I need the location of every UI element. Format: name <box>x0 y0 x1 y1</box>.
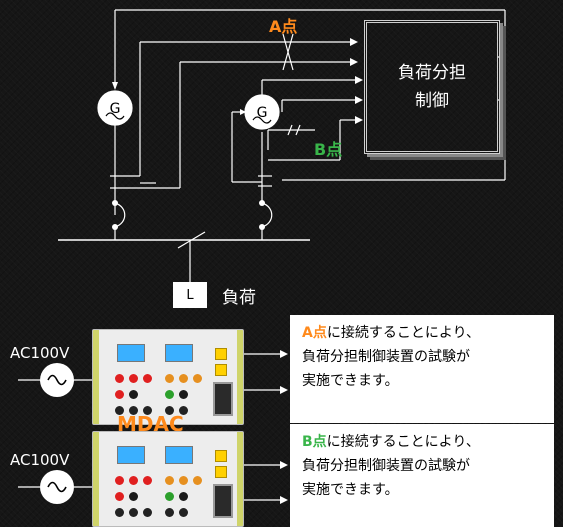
info-a-line2: 負荷分担制御装置の試験が <box>302 349 470 365</box>
info-b-line3: 実施できます。 <box>302 482 399 498</box>
point-a-label: A点 <box>269 17 298 36</box>
info-b-line2: 負荷分担制御装置の試験が <box>302 458 470 474</box>
ac-label-2: AC100V <box>10 451 70 469</box>
breaker-2 <box>261 202 273 228</box>
ac-source-1-icon <box>40 363 74 397</box>
load-sharing-controller: 負荷分担 制御 <box>364 20 500 154</box>
info-b-highlight: B点 <box>302 434 327 450</box>
ac-source-2-icon <box>40 470 74 504</box>
info-a-highlight: A点 <box>302 325 327 341</box>
info-a-line3: 実施できます。 <box>302 373 399 389</box>
info-b-line1: に接続することにより、 <box>326 434 480 450</box>
load-label: 負荷 <box>222 288 256 308</box>
breaker-1 <box>114 202 126 228</box>
mdac-device-2 <box>92 431 244 527</box>
generator-2-symbol: G <box>257 105 268 121</box>
load-box: L <box>173 282 207 308</box>
controller-label-line1: 負荷分担 <box>398 63 466 83</box>
controller-label-line2: 制御 <box>415 91 449 111</box>
generator-1-symbol: G <box>110 101 121 117</box>
ac-label-1: AC100V <box>10 344 70 362</box>
info-box-b: B点に接続することにより、 負荷分担制御装置の試験が 実施できます。 <box>290 424 554 527</box>
info-box-a: A点に接続することにより、 負荷分担制御装置の試験が 実施できます。 <box>290 315 554 423</box>
point-b-label: B点 <box>314 140 343 159</box>
mdac-device-1 <box>92 329 244 425</box>
info-a-line1: に接続することにより、 <box>326 325 481 341</box>
